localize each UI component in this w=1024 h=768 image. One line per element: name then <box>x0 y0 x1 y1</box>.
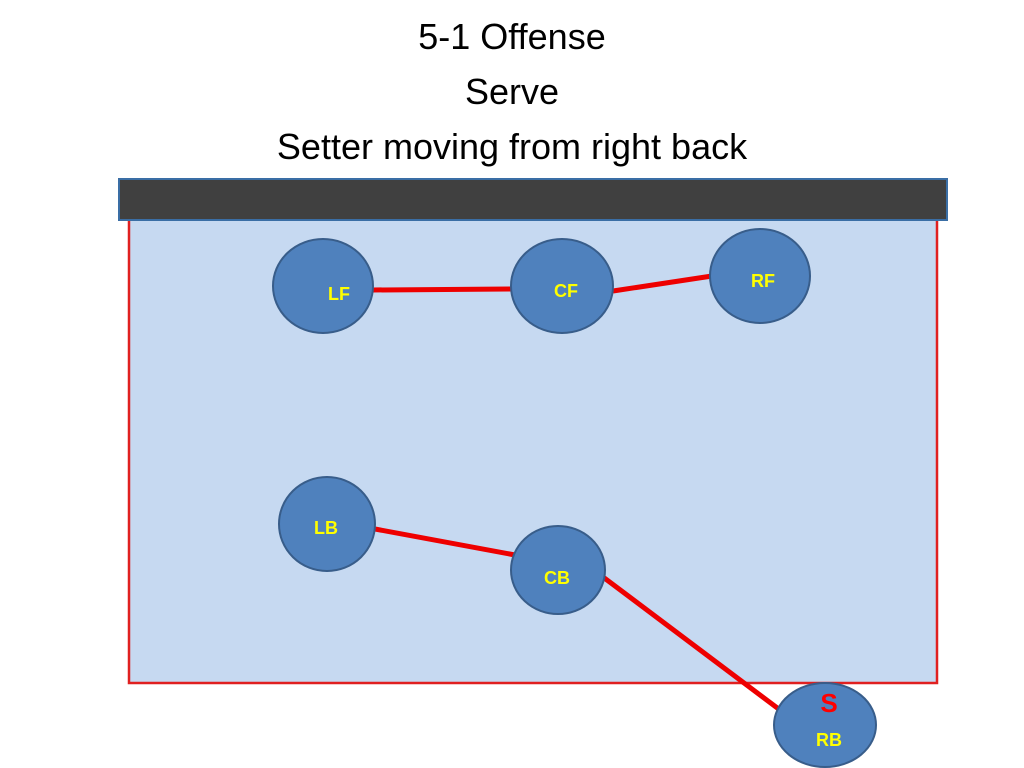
player-lf: LF <box>272 238 374 334</box>
player-rf: RF <box>709 228 811 324</box>
player-rf-circle <box>709 228 811 324</box>
connector-lf-cf <box>372 286 513 293</box>
player-rb-circle <box>773 682 877 768</box>
player-lf-circle <box>272 238 374 334</box>
net <box>118 178 948 221</box>
player-lf-label: LF <box>328 284 350 304</box>
player-cb-label: CB <box>544 568 570 588</box>
player-cf-circle <box>510 238 614 334</box>
player-cf: CF <box>510 238 614 334</box>
player-rf-label: RF <box>751 271 775 291</box>
player-cb-circle <box>510 525 606 615</box>
player-lb: LB <box>278 476 376 572</box>
setter-mark: S <box>820 688 837 718</box>
player-lb-circle <box>278 476 376 572</box>
player-rb-label: RB <box>816 730 842 750</box>
player-rb: S RB <box>773 682 877 768</box>
player-lb-label: LB <box>314 518 338 538</box>
player-cb: CB <box>510 525 606 615</box>
connector-lb-cb <box>374 526 516 558</box>
title-line-2: Serve <box>464 71 560 112</box>
title-line-3: Setter moving from right back <box>276 126 748 167</box>
player-cf-label: CF <box>554 281 578 301</box>
title-line-1: 5-1 Offense <box>418 16 606 57</box>
connector-cb-rb <box>601 575 782 712</box>
connector-cf-rf <box>612 273 713 294</box>
